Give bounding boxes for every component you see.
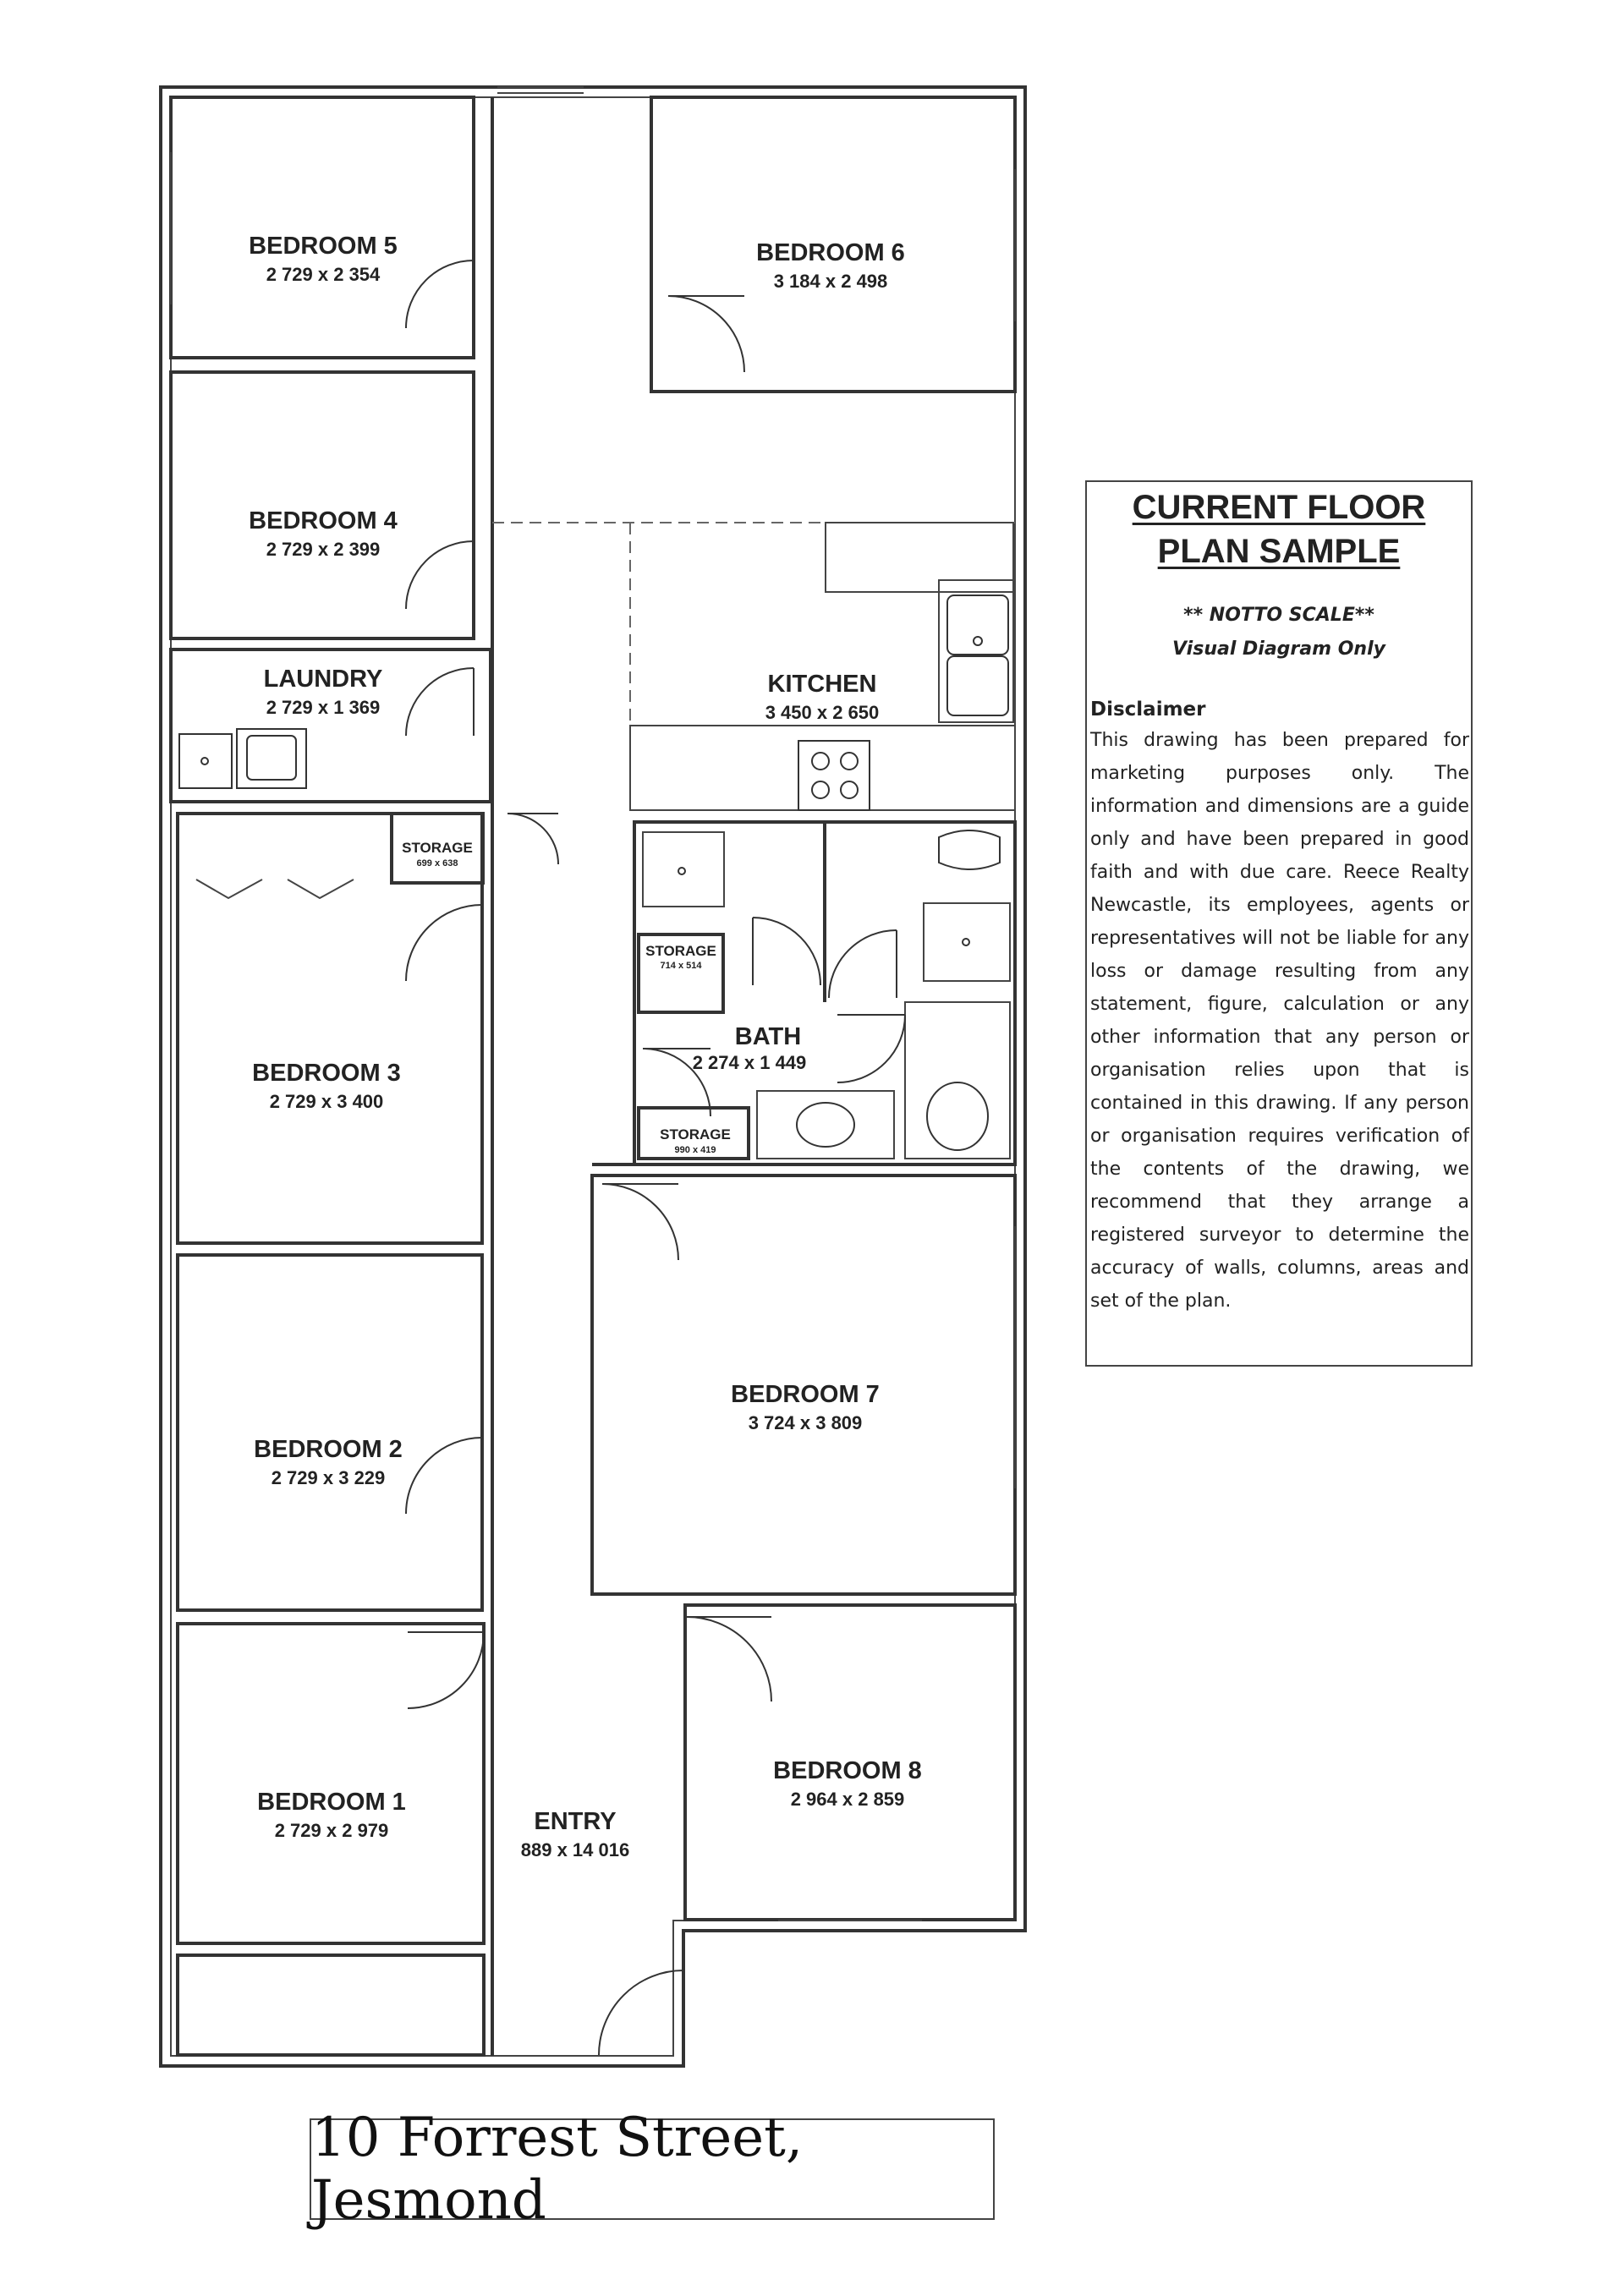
scale-note-line-1: ** NOTTO SCALE** — [1183, 605, 1374, 626]
storage-1-walls — [390, 812, 485, 885]
laundry-walls — [169, 648, 492, 803]
bedroom-3-dims: 2 729 x 3 400 — [270, 1091, 384, 1112]
bedroom-2-label: BEDROOM 2 — [254, 1436, 403, 1463]
bedroom-1-label: BEDROOM 1 — [257, 1789, 406, 1816]
storage-1-dims: 699 x 638 — [417, 858, 458, 869]
plan-title-line-2: PLAN SAMPLE — [1157, 533, 1401, 570]
laundry-label: LAUNDRY — [264, 666, 383, 693]
bottom-cupboard-walls — [176, 1954, 486, 2057]
bedroom-6-walls — [650, 96, 1017, 393]
bedroom-5-walls — [169, 96, 475, 359]
bedroom-5-dims: 2 729 x 2 354 — [266, 264, 381, 285]
kitchen-label: KITCHEN — [768, 671, 877, 698]
bedroom-7-dims: 3 724 x 3 809 — [749, 1412, 863, 1433]
laundry-dims: 2 729 x 1 369 — [266, 697, 381, 718]
bedroom-8-walls — [683, 1603, 1017, 1921]
kitchen-dims: 3 450 x 2 650 — [765, 702, 880, 723]
bathroom-block-walls — [592, 820, 1017, 1166]
storage-2-dims: 714 x 514 — [661, 961, 703, 971]
storage-1-label: STORAGE — [402, 840, 473, 856]
entry-label: ENTRY — [534, 1808, 616, 1835]
bedroom-7-label: BEDROOM 7 — [731, 1381, 880, 1408]
disclaimer-heading: Disclaimer — [1090, 699, 1206, 721]
entry-dims: 889 x 14 016 — [521, 1839, 629, 1860]
plan-title-line-1: CURRENT FLOOR — [1132, 489, 1426, 526]
bath-dims: 2 274 x 1 449 — [693, 1052, 807, 1073]
bedroom-6-dims: 3 184 x 2 498 — [774, 271, 888, 292]
bedroom-7-walls — [590, 1174, 1017, 1596]
bedroom-3-walls — [176, 812, 484, 1245]
address-box: 10 Forrest Street, Jesmond — [310, 2107, 995, 2232]
bedroom-3-label: BEDROOM 3 — [252, 1060, 401, 1087]
storage-2-label: STORAGE — [645, 943, 716, 959]
storage-3-dims: 990 x 419 — [675, 1145, 716, 1155]
info-panel: CURRENT FLOOR PLAN SAMPLE ** NOTTO SCALE… — [1085, 480, 1473, 1367]
doors — [405, 260, 906, 2056]
kitchen-walls — [492, 522, 1016, 811]
bedroom-8-label: BEDROOM 8 — [773, 1757, 922, 1784]
bedroom-4-walls — [169, 370, 475, 640]
bedroom-4-label: BEDROOM 4 — [249, 507, 398, 534]
bedroom-1-dims: 2 729 x 2 979 — [275, 1820, 389, 1841]
bedroom-5-label: BEDROOM 5 — [249, 233, 398, 260]
property-address: 10 Forrest Street, Jesmond — [311, 2107, 804, 2232]
bedroom-6-label: BEDROOM 6 — [756, 239, 905, 266]
bedroom-1-walls — [176, 1622, 486, 1945]
bedroom-2-walls — [176, 1253, 484, 1612]
scale-note: ** NOTTO SCALE** Visual Diagram Only — [1087, 599, 1471, 666]
bath-label: BATH — [735, 1023, 801, 1050]
disclaimer-text: This drawing has been prepared for marke… — [1090, 730, 1469, 1312]
bedroom-2-dims: 2 729 x 3 229 — [272, 1467, 386, 1488]
bedroom-8-dims: 2 964 x 2 859 — [791, 1789, 905, 1810]
plan-title: CURRENT FLOOR PLAN SAMPLE — [1087, 482, 1471, 573]
scale-note-line-2: Visual Diagram Only — [1172, 638, 1385, 660]
storage-3-label: STORAGE — [660, 1126, 731, 1143]
bedroom-4-dims: 2 729 x 2 399 — [266, 539, 381, 560]
